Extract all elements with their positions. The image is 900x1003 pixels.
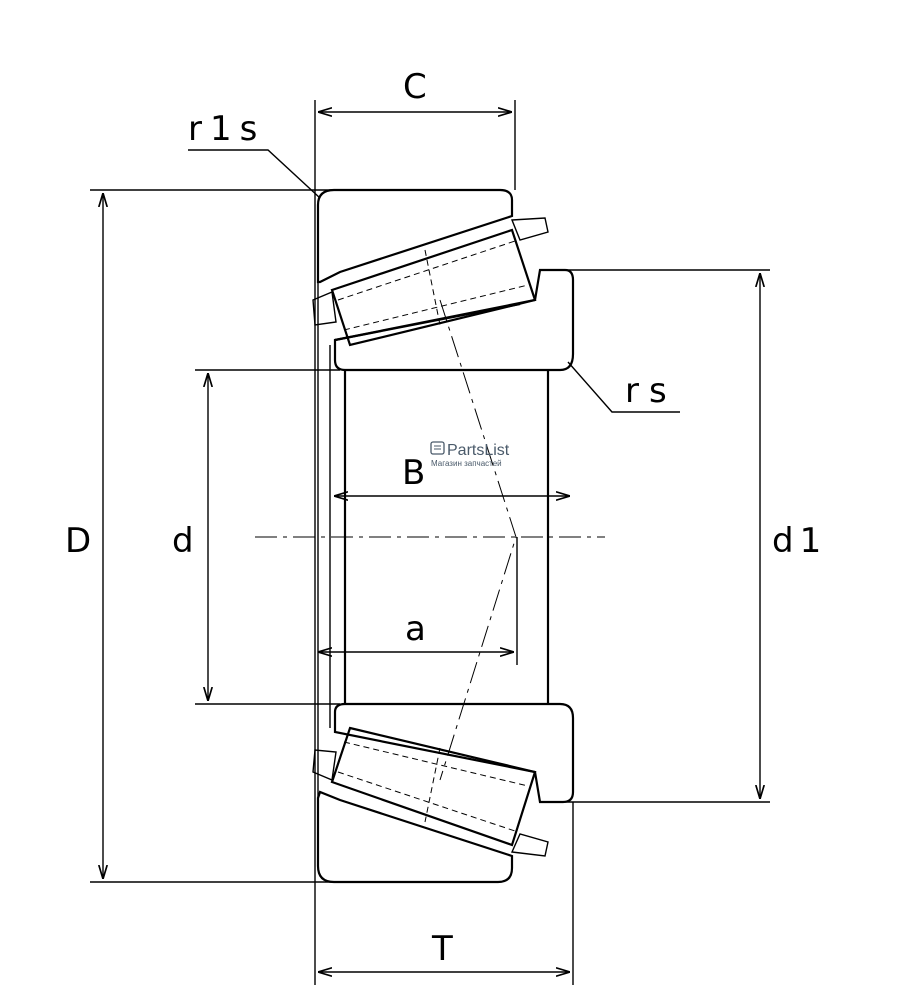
pressure-line: [439, 299, 517, 781]
label-rs: rs: [625, 371, 677, 411]
label-B: B: [402, 453, 425, 493]
label-C: C: [403, 67, 427, 107]
watermark-title: PartsList: [447, 442, 510, 459]
label-a: a: [405, 609, 426, 649]
leader-lines: [188, 149, 680, 413]
bore: [317, 282, 550, 798]
outer-ring-bottom: [316, 790, 514, 884]
label-d: d: [172, 521, 194, 561]
label-d1: d1: [772, 521, 827, 561]
watermark-logo: PartsList Магазин запчастей: [430, 441, 510, 468]
label-T: T: [431, 929, 453, 969]
label-D: D: [65, 521, 91, 561]
outer-ring-top: [316, 188, 514, 284]
label-r1s: r1s: [188, 109, 265, 149]
watermark-subtitle: Магазин запчастей: [431, 459, 502, 468]
roller-top: [330, 228, 537, 347]
extension-lines: [90, 100, 770, 985]
dimension-lines: [103, 112, 760, 972]
roller-bottom: [330, 726, 537, 847]
